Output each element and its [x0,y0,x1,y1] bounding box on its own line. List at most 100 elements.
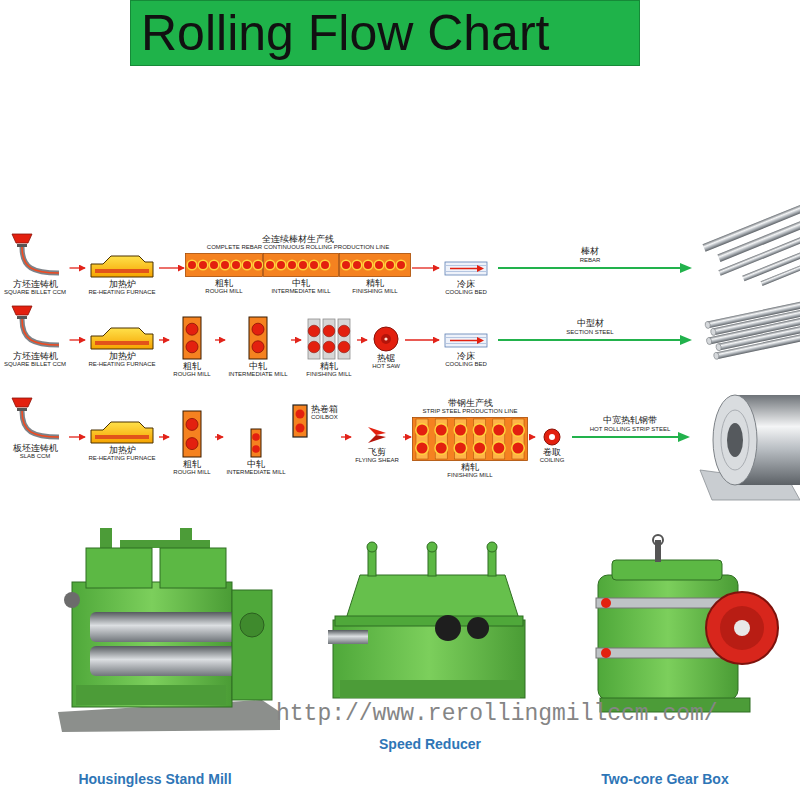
icon-part [340,254,411,277]
icon-part [384,337,387,340]
strip-line-band: 带钢生产线STRIP STEEL PRODUCTION LINE精轧FINISH… [412,398,528,479]
equipment-icon [185,253,263,277]
equipment-icon [182,316,202,360]
icon-part [493,419,505,459]
section-steel-photo [705,321,711,329]
icon-part [249,317,267,359]
icon-part [320,260,331,271]
icon-part [308,319,320,359]
icon-part [91,422,153,443]
mill-stand: 粗轧ROUGH MILL [170,316,214,378]
product-arrow [572,436,680,438]
icon-part [210,261,218,269]
icon-part [296,424,305,433]
icon-part [368,435,386,443]
icon-part [434,423,448,437]
flow-arrow [215,339,225,340]
equipment-icon [90,326,154,350]
two-core-gear-box-photo [601,648,611,658]
speed-reducer-photo [340,680,520,698]
mill-section: 精轧FINISHING MILL [339,253,411,295]
product-name: 中宽热轧钢带 [603,415,657,425]
icon-part [95,435,149,439]
icon-part [22,247,59,273]
node-label: FINISHING MILL [302,371,356,378]
steel-coil-photo [727,423,743,457]
housingless-stand-mill-photo [86,548,152,588]
housingless-stand-mill-photo [90,612,240,642]
product-name: HOT ROLLING STRIP STEEL [590,426,670,433]
icon-part [266,261,274,269]
icon-part [323,325,335,337]
section-steel-photo [710,328,716,336]
icon-part [397,261,405,269]
icon-part [242,260,253,271]
product-name: SECTION STEEL [566,329,613,336]
flow-arrow [341,436,351,437]
icon-part [254,261,262,269]
node-text-block: 板坯连铸机SLAB CCM [2,443,68,460]
node-label: 热卷箱 [311,404,338,414]
equipment-icon [543,428,561,446]
node-label: FINISHING MILL [412,472,528,479]
node-label: INTERMEDIATE MILL [224,469,288,476]
mill-stand: 中轧INTERMEDIATE MILL [224,428,288,476]
node-label: 粗轧 [185,278,263,288]
icon-part [95,341,149,345]
node-label: INTERMEDIATE MILL [226,371,290,378]
flow-arrow [159,436,169,437]
equipment-icon [339,253,411,277]
node-label: 粗轧 [170,361,214,371]
icon-part [199,261,207,269]
caster-station: 板坯连铸机SLAB CCM [2,396,68,460]
cooling-bed-station: 冷床COOLING BED [440,258,492,296]
icon-part [434,441,448,455]
speed-reducer-photo [328,630,368,644]
icon-part [12,398,32,407]
icon-part [473,441,487,455]
icon-part [338,341,350,353]
icon-part [477,265,484,272]
node-text-block: 中轧INTERMEDIATE MILL [263,278,339,295]
housingless-stand-mill-photo [64,592,80,608]
icon-part [12,306,32,315]
section-steel-photo [706,337,712,345]
icon-part [511,441,525,455]
product-arrow [680,263,692,273]
speed-reducer-photo [335,616,523,626]
icon-part [474,419,486,459]
icon-part [446,265,486,266]
node-label: 中轧 [224,459,288,469]
icon-part [186,418,198,430]
icon-part [198,260,209,271]
housingless-stand-mill-photo [232,590,272,700]
node-label: 卷取 [536,447,568,457]
icon-part [296,410,305,419]
icon-part [12,234,32,243]
steel-coil-photo [713,395,757,485]
hot-saw-station: 热锯HOT SAW [368,326,404,370]
node-label: COOLING BED [440,289,492,296]
mill-section: 精轧FINISHING MILL [412,417,528,479]
node-label: 板坯连铸机 [2,443,68,453]
icon-part [511,423,525,437]
furnace-station: 加热炉RE-HEATING FURNACE [86,326,158,368]
flow-arrow [69,436,85,437]
node-text-block: 粗轧ROUGH MILL [185,278,263,295]
housingless-stand-mill-photo [160,548,226,588]
node-text-block: 方坯连铸机SQUARE BILLET CCM [2,279,69,296]
icon-part [493,425,504,436]
icon-part [22,247,59,273]
icon-part [209,260,220,271]
equipment-icon [263,253,339,277]
steel-coil-photo [700,395,800,500]
icon-part [450,268,478,270]
icon-part [17,408,27,411]
node-label: 加热炉 [86,445,158,455]
node-text-block: 方坯连铸机SQUARE BILLET CCM [2,351,69,368]
icon-part [251,429,261,457]
icon-part [309,260,320,271]
icon-part [186,438,198,450]
node-label: 热锯 [368,353,404,363]
speed-reducer-photo [435,615,461,641]
